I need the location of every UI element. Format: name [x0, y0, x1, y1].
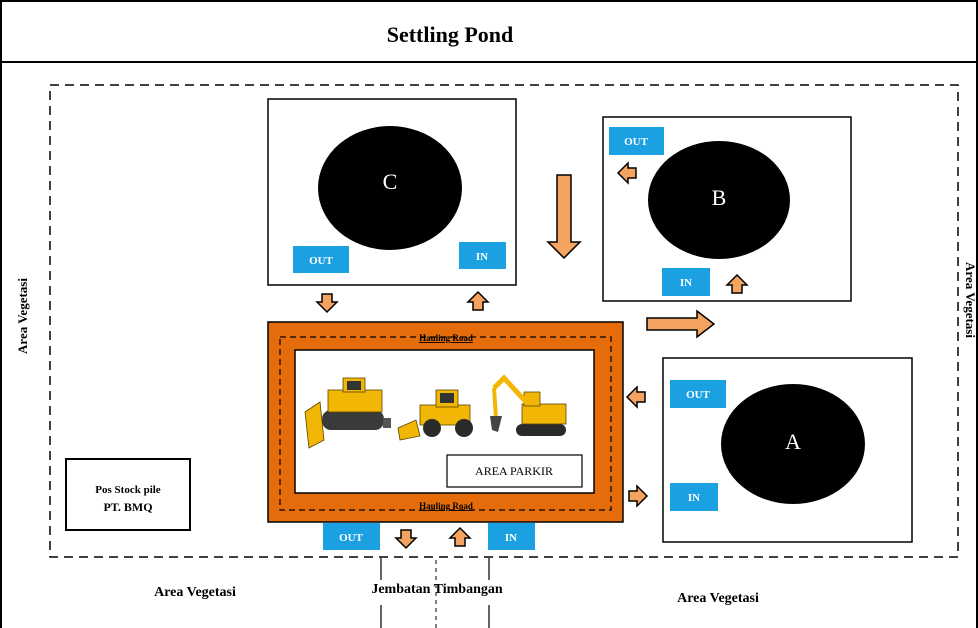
flow-arrows: [316, 162, 748, 549]
pond-b-out-badge: [609, 127, 664, 155]
pond-c-in-badge: [459, 242, 506, 269]
pond-b-icon: [648, 141, 790, 259]
pond-a-area: A OUT IN: [662, 357, 913, 543]
pond-b-area: B OUT IN: [602, 116, 852, 302]
area-vegetasi-bottom-left: Area Vegetasi: [154, 585, 236, 600]
wheel-loader-icon: [397, 389, 473, 441]
arrow-left-icon: [626, 386, 646, 408]
pond-a-out-label: OUT: [686, 389, 711, 401]
site-boundary: [49, 84, 959, 558]
pond-c-icon: [318, 126, 462, 250]
stockpile-line1: Pos Stock pile: [95, 484, 161, 496]
pond-c-in-label: IN: [476, 251, 488, 263]
pond-c-label: C: [383, 169, 398, 194]
excavator-icon: [490, 374, 567, 436]
arrow-down-long-icon: [546, 174, 582, 260]
arrow-up-icon: [449, 527, 471, 547]
pond-a-label: A: [785, 429, 801, 454]
pond-b-in-badge: [662, 268, 710, 296]
hauling-road: Hauling Road Hauling Road AREA PARKIR: [267, 321, 624, 523]
bridge-label: Jembatan Timbangan: [371, 582, 503, 597]
area-vegetasi-left: Area Vegetasi: [15, 278, 30, 354]
pond-b-label: B: [712, 185, 727, 210]
gate-out-badge: [323, 523, 380, 550]
arrow-down-icon: [316, 293, 338, 313]
stockpile-post-box: [65, 458, 191, 531]
gate-in-badge: [488, 523, 535, 550]
pond-c-out-badge: [293, 246, 349, 273]
pond-a-in-label: IN: [688, 492, 700, 504]
gate-in-label: IN: [505, 532, 517, 544]
pond-b-out-label: OUT: [624, 136, 649, 148]
parking-label: AREA PARKIR: [475, 464, 553, 478]
bulldozer-icon: [304, 377, 391, 449]
pond-a-icon: [721, 384, 865, 504]
hauling-road-top-label: Hauling Road: [419, 333, 473, 343]
arrow-right-icon: [628, 485, 648, 507]
pond-a-out-badge: [670, 380, 726, 408]
pond-b-in-label: IN: [680, 277, 692, 289]
arrow-up-icon: [467, 291, 489, 311]
pond-c-out-label: OUT: [309, 255, 334, 267]
arrow-down-icon: [395, 529, 417, 549]
area-vegetasi-right: Area Vegetasi: [963, 262, 978, 338]
gate-out-label: OUT: [339, 532, 364, 544]
parking-label-box: [446, 454, 583, 488]
arrow-right-long-icon: [646, 309, 716, 339]
stockpile-line2: PT. BMQ: [103, 500, 152, 514]
hauling-road-bottom-label: Hauling Road: [419, 501, 473, 511]
area-vegetasi-bottom-right: Area Vegetasi: [677, 591, 759, 606]
pond-a-in-badge: [670, 483, 718, 511]
page-title: Settling Pond: [387, 22, 514, 47]
pond-c-area: C OUT IN: [267, 98, 517, 286]
